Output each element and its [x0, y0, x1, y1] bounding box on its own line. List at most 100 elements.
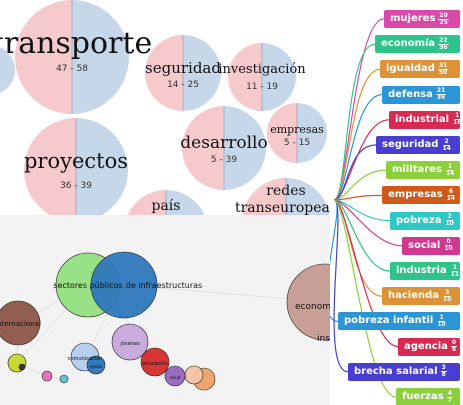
tag-fraction-numerator: 4 — [446, 389, 453, 398]
bubble-left-half — [127, 190, 166, 215]
tag-label: agencia — [404, 340, 448, 352]
network-node — [140, 347, 170, 377]
bubble-range: 5 - 15 — [284, 138, 310, 148]
bubble-word: seguridad — [145, 59, 221, 77]
tag-fraction-denominator: 36 — [439, 43, 448, 51]
tag-fraction-denominator: 25 — [439, 18, 448, 26]
tag-fraction-numerator: 2 — [443, 137, 450, 146]
tag-fraction-denominator: 10 — [437, 320, 446, 328]
tag-fraction-numerator: 0 — [450, 339, 458, 348]
tag-label: economía — [381, 38, 436, 50]
tag-fraction-numerator: 1 — [446, 162, 454, 171]
tag-connector — [333, 43, 376, 201]
network-node-label: econom — [295, 302, 331, 312]
network-node — [286, 263, 340, 341]
tag-label: industrial — [395, 113, 450, 125]
network-node — [86, 355, 106, 375]
network-node — [41, 370, 53, 382]
tag-fraction-denominator: 8 — [451, 346, 457, 354]
tag-fraction-numerator: 20 — [438, 11, 449, 20]
tag-connector — [333, 199, 397, 398]
bubble-right-half — [166, 190, 205, 215]
bubble-right-half — [183, 35, 221, 111]
bubble-word: transporte — [0, 26, 152, 61]
bubble-left-half — [145, 35, 183, 111]
bubble-left-half — [15, 0, 72, 114]
tag-label: social — [408, 239, 441, 251]
bubble-left-half — [24, 118, 76, 215]
tag-fraction-denominator: 14 — [442, 144, 451, 152]
bubble-range: 36 - 39 — [60, 181, 92, 191]
tag-label: brecha salarial — [354, 365, 438, 377]
tag-fraction-denominator: 50 — [438, 68, 448, 76]
tag-connector — [333, 144, 377, 201]
network-node — [184, 365, 204, 385]
word-bubble: país — [127, 190, 205, 215]
bubble-right-half — [286, 178, 330, 215]
network-node-label: de infraestructuras — [126, 281, 202, 290]
tag-fraction-denominator: 14 — [445, 169, 455, 177]
tag-fraction-numerator: 3 — [444, 288, 451, 297]
network-node-label: salud — [170, 375, 181, 380]
tag-connector — [333, 68, 381, 201]
bubble-word: transeuropeas — [235, 200, 337, 215]
network-node — [59, 374, 69, 384]
network-node — [111, 323, 149, 361]
tag-fraction-numerator: 1 — [451, 263, 458, 272]
word-bubble: os — [0, 47, 15, 93]
tag-connector-lines — [330, 18, 403, 398]
bubble-right-half — [76, 118, 128, 215]
tag-label: hacienda — [388, 290, 440, 302]
tag-fraction-numerator: 31 — [437, 61, 449, 70]
bubble-left-half — [267, 103, 297, 163]
bubble-left-half — [228, 43, 262, 111]
bubble-word: redes — [266, 183, 305, 199]
tag-fraction-denominator: 11 — [450, 270, 460, 278]
tag-fraction-numerator: 6 — [447, 187, 454, 196]
bubble-right-half — [224, 106, 266, 190]
tag-connector — [333, 199, 349, 373]
bubble-range: 11 - 19 — [246, 82, 278, 92]
tag-connector — [333, 199, 391, 272]
tag-connector — [333, 199, 399, 348]
tag-fraction-denominator: 7 — [447, 396, 452, 404]
tag-fraction-numerator: 1 — [438, 313, 445, 322]
tag-label: fuerzas — [402, 391, 444, 402]
tag-label: defensa — [388, 88, 433, 100]
network-node-label: jóvenes — [119, 340, 140, 347]
bubble-range: 5 - 39 — [211, 155, 237, 165]
